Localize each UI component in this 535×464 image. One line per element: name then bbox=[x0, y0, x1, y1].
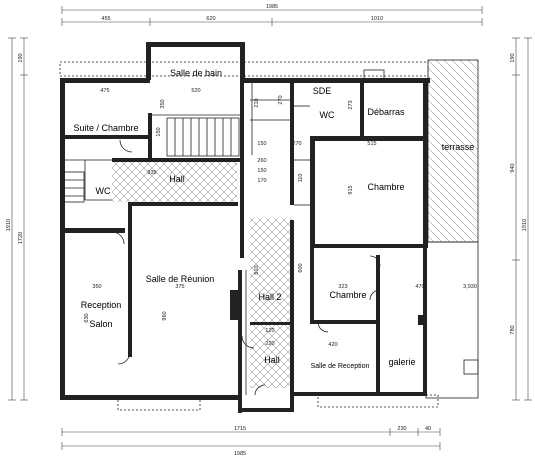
label-suite-chambre: Suite / Chambre bbox=[73, 123, 138, 133]
dim-470: 470 bbox=[415, 284, 424, 290]
label-hall-small: Hall bbox=[264, 355, 280, 365]
dim-475: 475 bbox=[100, 88, 109, 94]
label-wc-left: WC bbox=[96, 186, 111, 196]
terrasse-hatch bbox=[428, 60, 478, 242]
dim-bottom-seg-3: 40 bbox=[425, 426, 431, 432]
dim-375: 375 bbox=[175, 284, 184, 290]
dim-left-inner: 1720 bbox=[18, 232, 24, 244]
left-dimensions: 1910 190 1720 bbox=[6, 37, 28, 401]
hall-tiles bbox=[112, 162, 237, 202]
room-labels: Salle de bain SDE WC Débarras Suite / Ch… bbox=[73, 68, 474, 370]
dim-935: 935 bbox=[147, 170, 156, 176]
dim-260: 260 bbox=[257, 158, 266, 164]
dim-915: 915 bbox=[348, 185, 354, 194]
dim-350b: 350 bbox=[92, 284, 101, 290]
label-hall: Hall bbox=[169, 174, 185, 184]
dim-top-seg-2: 620 bbox=[206, 16, 215, 22]
dim-270a: 270 bbox=[278, 95, 284, 104]
label-terrasse: terrasse bbox=[442, 142, 475, 152]
dim-right-top: 190 bbox=[510, 53, 516, 62]
label-salle-de-reunion: Salle de Réunion bbox=[146, 274, 215, 284]
dim-3930: 3,930 bbox=[463, 284, 477, 290]
label-galerie: galerie bbox=[388, 357, 415, 367]
dim-top-total: 1985 bbox=[266, 4, 278, 10]
dim-270b: 270 bbox=[292, 141, 301, 147]
dim-220: 220 bbox=[265, 341, 274, 347]
label-sde: SDE bbox=[313, 86, 332, 96]
label-hall-2: Hall 2 bbox=[258, 292, 281, 302]
label-salon: Salon bbox=[89, 319, 112, 329]
dim-630: 630 bbox=[84, 313, 90, 322]
dim-bottom-total: 1985 bbox=[234, 451, 246, 457]
walls bbox=[60, 42, 430, 413]
dim-right-low: 780 bbox=[510, 325, 516, 334]
dim-150b: 150 bbox=[257, 141, 266, 147]
bottom-dimensions: 1715 230 40 1985 bbox=[61, 426, 441, 457]
dim-left-top: 190 bbox=[18, 53, 24, 62]
dim-610: 610 bbox=[254, 265, 260, 274]
label-reception: Reception bbox=[81, 300, 122, 310]
dim-right-outer: 1910 bbox=[522, 219, 528, 231]
dim-170: 170 bbox=[257, 178, 266, 184]
dim-left-outer: 1910 bbox=[6, 219, 12, 231]
dim-420: 420 bbox=[328, 342, 337, 348]
label-chambre-mid: Chambre bbox=[329, 290, 366, 300]
label-wc-top: WC bbox=[320, 110, 335, 120]
dim-right-mid: 940 bbox=[510, 163, 516, 172]
dim-515: 515 bbox=[367, 141, 376, 147]
hall-2-tiles bbox=[250, 218, 292, 388]
interior-lines bbox=[63, 59, 479, 399]
dim-120: 120 bbox=[265, 328, 274, 334]
dim-bottom-seg-1: 1715 bbox=[234, 426, 246, 432]
label-chambre-right: Chambre bbox=[367, 182, 404, 192]
dim-110: 110 bbox=[298, 174, 304, 183]
dim-150c: 150 bbox=[257, 168, 266, 174]
dim-323: 323 bbox=[338, 284, 347, 290]
inner-dimensions: 475 520 350 150 210 270 273 270 150 515 … bbox=[84, 88, 477, 348]
label-salle-de-bain: Salle de bain bbox=[170, 68, 222, 78]
dim-top-seg-1: 455 bbox=[101, 16, 110, 22]
dim-top-seg-3: 1010 bbox=[371, 16, 383, 22]
dim-150a: 150 bbox=[156, 127, 162, 136]
dim-bottom-seg-2: 230 bbox=[397, 426, 406, 432]
dim-520: 520 bbox=[191, 88, 200, 94]
dim-273: 273 bbox=[348, 100, 354, 109]
dim-600: 600 bbox=[298, 263, 304, 272]
top-dimensions: 1985 455 620 1010 bbox=[61, 4, 483, 26]
label-debarras: Débarras bbox=[367, 107, 405, 117]
label-salle-de-reception: Salle de Reception bbox=[311, 363, 370, 370]
dim-350a: 350 bbox=[160, 99, 166, 108]
right-dimensions: 190 940 780 1910 bbox=[510, 37, 532, 401]
dim-210: 210 bbox=[254, 98, 260, 107]
dim-960: 960 bbox=[162, 311, 168, 320]
